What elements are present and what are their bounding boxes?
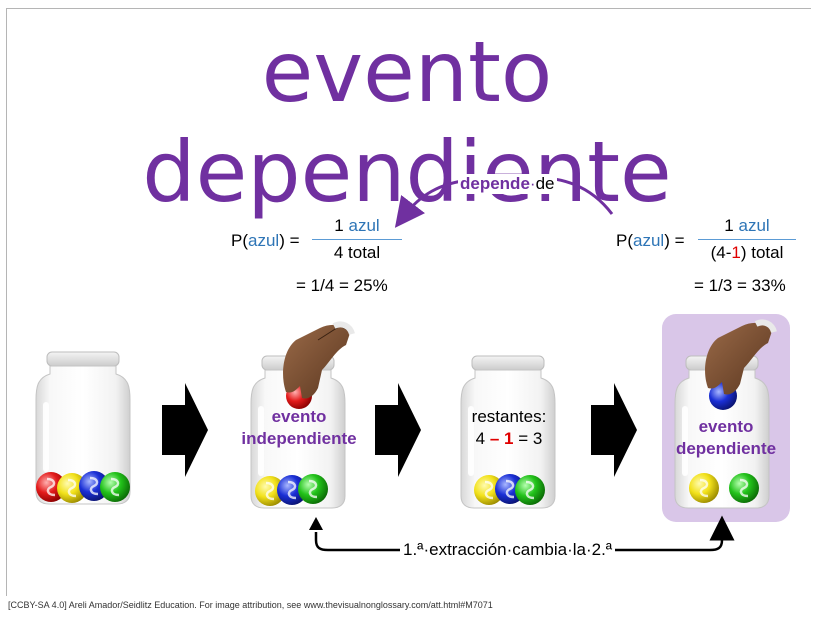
jar4-label: evento dependiente	[675, 417, 777, 458]
slide-frame	[6, 8, 811, 596]
arrow-right-1	[162, 383, 208, 477]
jar2-label: evento independiente	[241, 407, 357, 448]
marble-yellow	[57, 473, 87, 503]
marble-green	[729, 473, 759, 503]
marble-green	[298, 474, 328, 504]
marble-green	[515, 475, 545, 505]
hand-icon	[705, 319, 777, 395]
marble-yellow	[689, 473, 719, 503]
attribution-footer: [CCBY-SA 4.0] Areli Amador/Seidlitz Educ…	[8, 600, 493, 610]
bottom-connector-label: 1.ª·extracción·cambia·la·2.ª	[400, 540, 616, 560]
marble-yellow	[255, 476, 285, 506]
arrow-right-3	[591, 383, 637, 477]
arc-label: depende·de	[458, 174, 557, 194]
marble-green	[100, 472, 130, 502]
jar3-label: restantes: 4 – 1 = 3	[471, 407, 547, 448]
arrow-right-2	[375, 383, 421, 477]
hand-icon	[283, 321, 355, 399]
